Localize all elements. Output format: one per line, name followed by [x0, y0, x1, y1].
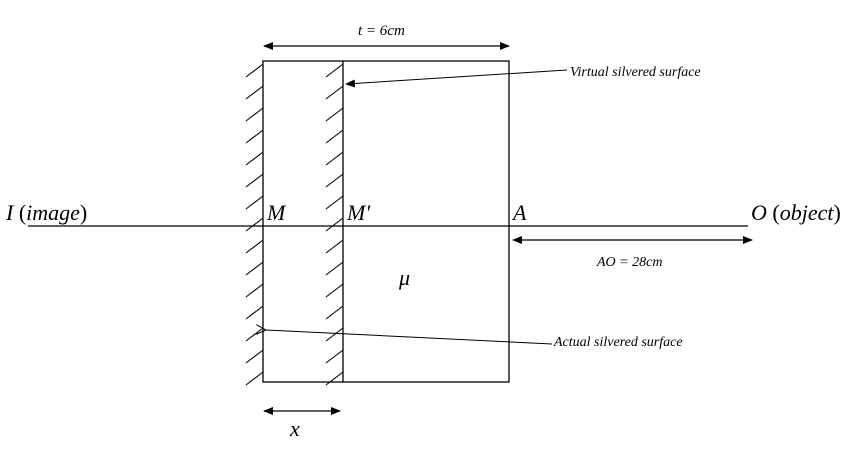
hatch-mark [325, 327, 344, 342]
object-label: O (object) [751, 200, 841, 225]
hatch-mark [245, 283, 264, 298]
hatch-mark [325, 85, 344, 100]
hatch-mark [325, 151, 344, 166]
actual-surface-pointer [266, 330, 553, 345]
hatch-mark [325, 349, 344, 364]
hatch-mark [245, 85, 264, 100]
hatch-mark [245, 195, 264, 210]
hatch-mark [245, 349, 264, 364]
point-m-prime-label: M′ [346, 200, 371, 225]
hatch-mark [325, 305, 344, 320]
point-a-label: A [511, 200, 527, 225]
point-m-label: M [266, 200, 287, 225]
hatch-mark [325, 129, 344, 144]
hatch-mark [245, 305, 264, 320]
image-label: I (image) [5, 200, 87, 225]
hatch-mark [325, 107, 344, 122]
hatch-mark [245, 129, 264, 144]
hatch-mark [325, 173, 344, 188]
actual-surface-label: Actual silvered surface [553, 335, 683, 350]
hatch-mark [245, 217, 264, 232]
hatch-mark [325, 371, 344, 386]
hatch-mark [325, 261, 344, 276]
actual-surface-hatching [245, 63, 264, 386]
ao-label: AO = 28cm [596, 255, 662, 270]
hatch-mark [245, 327, 264, 342]
hatch-mark [325, 195, 344, 210]
hatch-mark [245, 63, 264, 78]
hatch-mark [325, 239, 344, 254]
hatch-mark [245, 261, 264, 276]
virtual-surface-hatching [325, 63, 344, 386]
virtual-surface-label: Virtual silvered surface [570, 65, 701, 80]
thickness-label: t = 6cm [358, 23, 405, 39]
glass-slab [262, 60, 510, 383]
virtual-surface-pointer [345, 69, 568, 88]
refractive-index-label: μ [398, 265, 410, 290]
hatch-mark [245, 239, 264, 254]
x-label: x [289, 416, 300, 441]
hatch-mark [325, 217, 344, 232]
hatch-mark [325, 63, 344, 78]
hatch-mark [245, 107, 264, 122]
hatch-mark [245, 371, 264, 386]
hatch-mark [245, 173, 264, 188]
hatch-mark [245, 151, 264, 166]
hatch-mark [325, 283, 344, 298]
